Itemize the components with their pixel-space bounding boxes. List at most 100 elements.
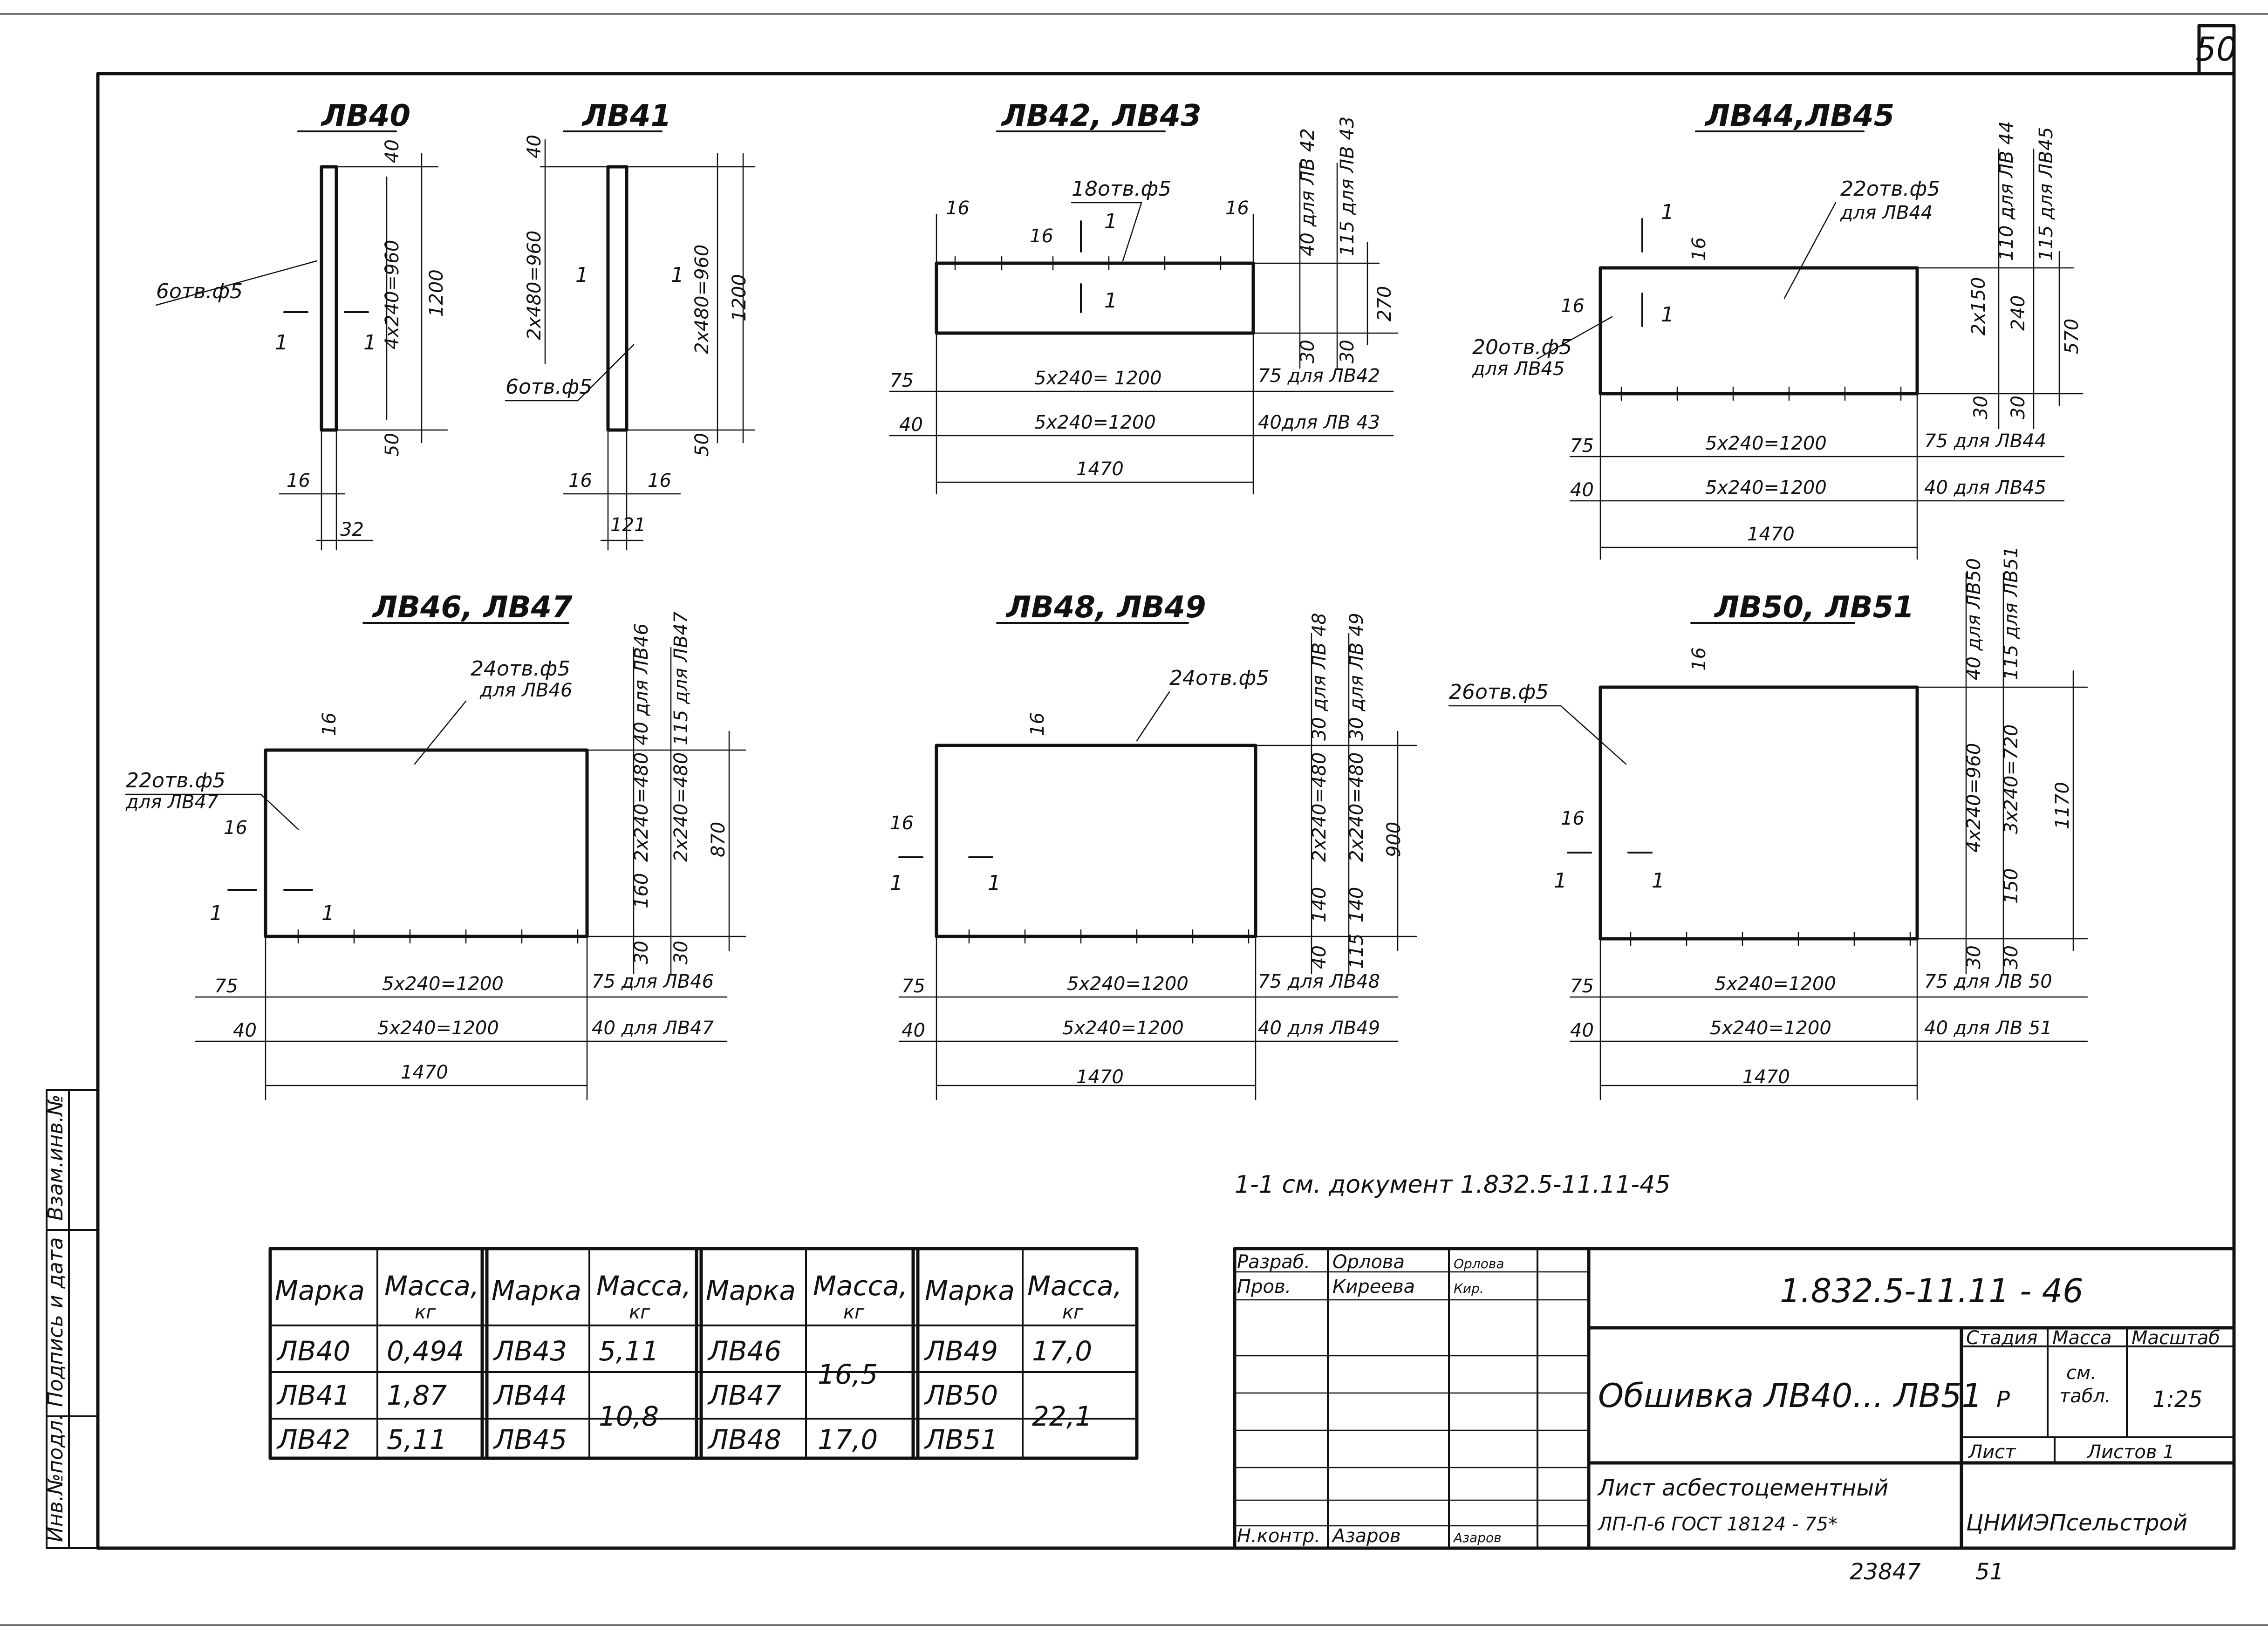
svg-text:22отв.ф5: 22отв.ф5 xyxy=(126,769,225,792)
svg-text:Киреева: Киреева xyxy=(1332,1276,1415,1298)
page-number: 50 xyxy=(2195,30,2237,68)
side-stamp-c2: Подпись и дата xyxy=(44,1237,68,1407)
svg-text:Листов 1: Листов 1 xyxy=(2086,1441,2175,1463)
svg-text:30: 30 xyxy=(2008,396,2029,419)
svg-text:30: 30 xyxy=(1297,340,1318,363)
table-cell: 17,0 xyxy=(818,1424,878,1455)
svg-text:1170: 1170 xyxy=(2052,782,2073,829)
archive-number: 23847 xyxy=(1850,1559,1921,1585)
svg-text:Марка: Марка xyxy=(706,1275,796,1306)
svg-text:50: 50 xyxy=(691,433,713,457)
side-stamp-c3: Инв.№подл. xyxy=(44,1414,68,1542)
svg-text:2х240=480: 2х240=480 xyxy=(1309,752,1330,862)
svg-text:30: 30 xyxy=(631,941,652,964)
signature-2: Кир. xyxy=(1454,1281,1484,1296)
svg-text:40: 40 xyxy=(233,1020,257,1041)
svg-text:Пров.: Пров. xyxy=(1237,1276,1291,1298)
svg-text:5х240=1200: 5х240=1200 xyxy=(377,1018,499,1039)
svg-text:Р: Р xyxy=(1996,1386,2010,1413)
table-cell: ЛВ47 xyxy=(707,1379,781,1411)
signature-3: Азаров xyxy=(1453,1530,1502,1545)
lv48-title: ЛВ48, ЛВ49 xyxy=(1005,590,1206,625)
svg-text:140: 140 xyxy=(1309,887,1330,922)
svg-text:кг: кг xyxy=(629,1302,650,1323)
table-cell: ЛВ46 xyxy=(707,1335,781,1367)
svg-text:Орлова: Орлова xyxy=(1332,1251,1405,1273)
svg-text:Стадия: Стадия xyxy=(1966,1327,2037,1349)
svg-text:1: 1 xyxy=(1661,200,1674,224)
svg-text:75: 75 xyxy=(890,370,914,391)
svg-text:115 для ЛВ47: 115 для ЛВ47 xyxy=(670,611,692,745)
svg-text:75: 75 xyxy=(1570,435,1594,457)
svg-text:30: 30 xyxy=(1970,396,1992,419)
svg-text:16: 16 xyxy=(319,712,340,736)
svg-text:75: 75 xyxy=(902,976,925,997)
signature-1: Орлова xyxy=(1454,1256,1504,1271)
svg-text:115 для ЛВ45: 115 для ЛВ45 xyxy=(2036,127,2057,261)
svg-text:1200: 1200 xyxy=(426,269,447,317)
drawing-lv40: ЛВ40 40 4х240=960 1200 50 6отв.ф5 16 32 … xyxy=(155,99,448,551)
svg-text:5х240=1200: 5х240=1200 xyxy=(1715,973,1836,995)
svg-text:5х240=1200: 5х240=1200 xyxy=(1705,433,1827,454)
svg-text:1: 1 xyxy=(363,331,376,355)
lv50-title: ЛВ50, ЛВ51 xyxy=(1714,590,1914,625)
svg-text:16: 16 xyxy=(1688,237,1710,261)
table-cell: ЛВ48 xyxy=(707,1424,781,1455)
table-cell: 5,11 xyxy=(387,1424,447,1455)
drawing-lv44: ЛВ44,ЛВ45 110 для ЛВ 44 115 для ЛВ45 2х1… xyxy=(1472,99,2084,560)
drawing-lv46: ЛВ46, ЛВ47 40 для ЛВ46 115 для ЛВ47 2х24… xyxy=(125,590,746,1100)
drawing-lv50: ЛВ50, ЛВ51 40 для ЛВ50 115 для ЛВ51 4х24… xyxy=(1448,546,2088,1100)
lv44-title: ЛВ44,ЛВ45 xyxy=(1704,99,1894,133)
svg-text:1: 1 xyxy=(210,901,223,925)
svg-text:50: 50 xyxy=(382,433,403,457)
table-cell: ЛВ43 xyxy=(493,1335,567,1367)
svg-text:40 для ЛВ47: 40 для ЛВ47 xyxy=(592,1018,714,1039)
svg-text:1: 1 xyxy=(1661,303,1674,327)
svg-text:1:25: 1:25 xyxy=(2152,1386,2203,1413)
svg-text:Н.контр.: Н.контр. xyxy=(1237,1525,1320,1547)
svg-text:1: 1 xyxy=(1652,869,1665,893)
svg-text:2х480=960: 2х480=960 xyxy=(524,231,545,340)
svg-text:40 для ЛВ 42: 40 для ЛВ 42 xyxy=(1297,128,1318,256)
table-cell: 16,5 xyxy=(818,1359,878,1390)
svg-text:20отв.ф5: 20отв.ф5 xyxy=(1472,335,1572,359)
svg-text:870: 870 xyxy=(708,822,729,857)
svg-text:1470: 1470 xyxy=(1076,1066,1124,1088)
svg-text:16: 16 xyxy=(946,198,970,219)
svg-text:40 для ЛВ49: 40 для ЛВ49 xyxy=(1258,1018,1380,1039)
svg-text:Марка: Марка xyxy=(275,1275,365,1306)
svg-text:5х240=1200: 5х240=1200 xyxy=(1067,973,1189,995)
svg-text:16: 16 xyxy=(1030,225,1053,247)
svg-text:1470: 1470 xyxy=(1742,1066,1790,1088)
svg-text:40: 40 xyxy=(382,139,403,163)
svg-text:ЛП-П-6 ГОСТ 18124 - 75*: ЛП-П-6 ГОСТ 18124 - 75* xyxy=(1597,1514,1838,1535)
svg-text:4х240=960: 4х240=960 xyxy=(382,240,403,349)
svg-text:4х240=960: 4х240=960 xyxy=(1963,743,1985,853)
mass-table: Марка Масса, кг Марка Масса, кг Марка Ма… xyxy=(268,1247,1139,1460)
table-cell: 5,11 xyxy=(599,1335,659,1367)
svg-text:75: 75 xyxy=(214,976,238,997)
svg-text:5х240=1200: 5х240=1200 xyxy=(1034,412,1156,433)
section-note: 1-1 см. документ 1.832.5-11.11-45 xyxy=(1235,1171,1670,1199)
svg-text:для ЛВ44: для ЛВ44 xyxy=(1840,202,1933,224)
svg-text:1: 1 xyxy=(988,871,1001,895)
side-stamp: Взам.инв.№ Подпись и дата Инв.№подл. xyxy=(44,1089,99,1549)
svg-text:1: 1 xyxy=(275,331,288,355)
svg-text:16: 16 xyxy=(568,470,592,492)
svg-text:40 для ЛВ46: 40 для ЛВ46 xyxy=(631,623,652,745)
svg-text:2х480=960: 2х480=960 xyxy=(691,245,713,354)
svg-text:570: 570 xyxy=(2061,319,2083,354)
table-cell: ЛВ44 xyxy=(493,1379,567,1411)
svg-text:121: 121 xyxy=(610,514,646,536)
svg-text:30: 30 xyxy=(1963,945,1985,969)
table-cell: 1,87 xyxy=(387,1379,447,1411)
svg-text:кг: кг xyxy=(843,1302,865,1323)
hole-markers xyxy=(297,256,1911,946)
svg-text:16: 16 xyxy=(287,470,310,492)
svg-text:1: 1 xyxy=(671,263,684,287)
svg-text:3х240=720: 3х240=720 xyxy=(2001,724,2022,834)
drawing-lv48: ЛВ48, ЛВ49 30 для ЛВ 48 30 для ЛВ 49 2х2… xyxy=(890,590,1417,1100)
svg-text:кг: кг xyxy=(1062,1302,1084,1323)
svg-text:Лист: Лист xyxy=(1967,1441,2016,1463)
